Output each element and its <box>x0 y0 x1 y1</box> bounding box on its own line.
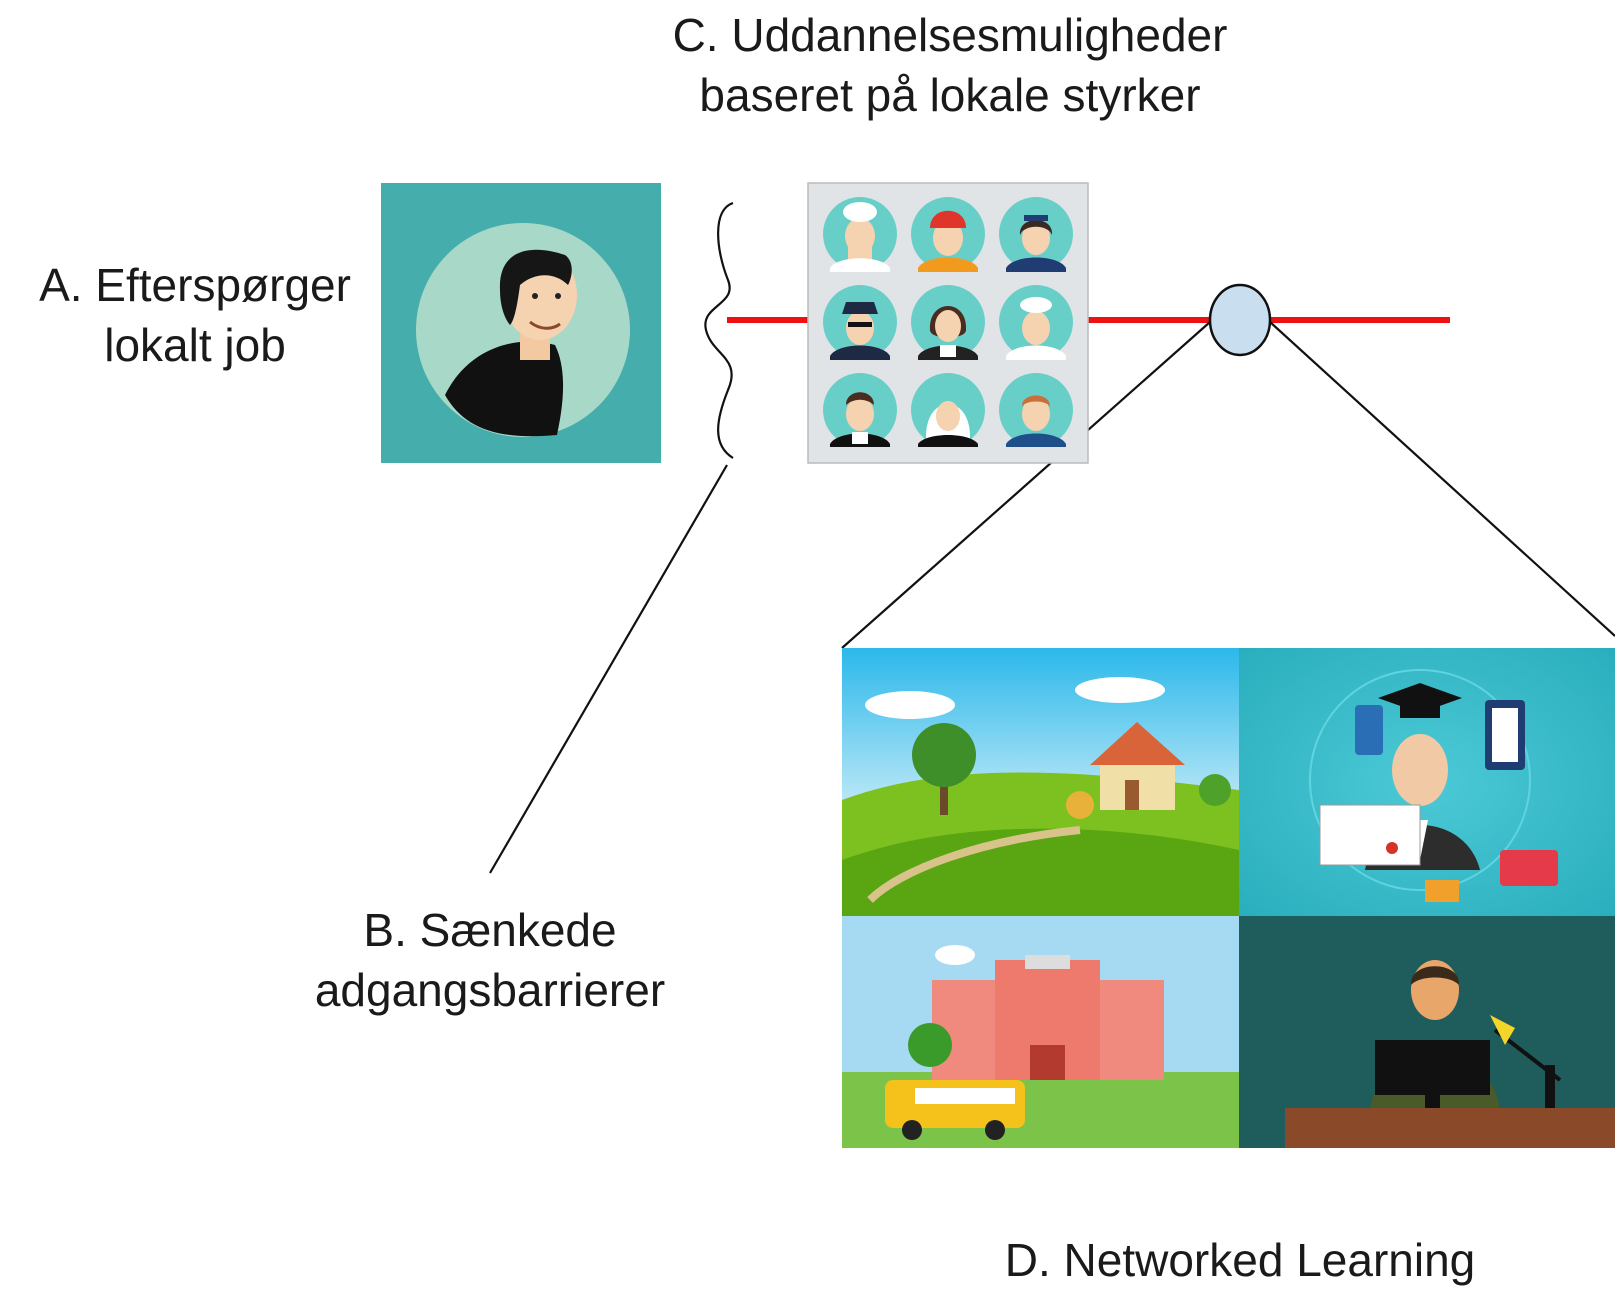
label-a-line2: lokalt job <box>104 319 286 371</box>
barrier-brace <box>704 201 734 459</box>
doctor-icon <box>999 285 1073 360</box>
label-d: D. Networked Learning <box>950 1230 1530 1290</box>
teacher-desk-scene <box>1239 916 1615 1148</box>
label-a: A. Efterspørger lokalt job <box>10 255 380 375</box>
maid-icon <box>911 285 985 360</box>
learning-panel <box>842 648 1615 1148</box>
police-icon <box>823 285 897 360</box>
professions-panel <box>807 182 1089 464</box>
network-node <box>1208 283 1272 357</box>
zoom-line-right <box>1269 321 1615 637</box>
school-bus-scene <box>842 916 1239 1148</box>
label-b-line1: B. Sænkede <box>363 904 617 956</box>
waiter-icon <box>823 373 897 447</box>
firefighter-icon <box>911 197 985 272</box>
man-avatar-icon <box>445 249 577 437</box>
label-b: B. Sænkede adgangsbarrierer <box>270 900 710 1020</box>
label-c-line2: baseret på lokale styrker <box>699 69 1201 121</box>
label-a-line1: A. Efterspørger <box>39 259 351 311</box>
label-c-line1: C. Uddannelsesmuligheder <box>672 9 1228 61</box>
barrier-pointer-line <box>489 464 728 874</box>
zoom-line-left <box>841 321 1211 649</box>
nun-icon <box>911 373 985 447</box>
countryside-scene <box>842 648 1239 916</box>
label-b-line2: adgangsbarrierer <box>314 964 666 1016</box>
online-graduate-scene <box>1239 648 1615 916</box>
flight-attendant-icon <box>999 197 1073 272</box>
chef-icon <box>823 197 897 272</box>
person-panel <box>381 183 661 463</box>
label-d-line1: D. Networked Learning <box>1004 1234 1476 1286</box>
label-c: C. Uddannelsesmuligheder baseret på loka… <box>600 5 1300 125</box>
scientist-icon <box>999 373 1073 447</box>
